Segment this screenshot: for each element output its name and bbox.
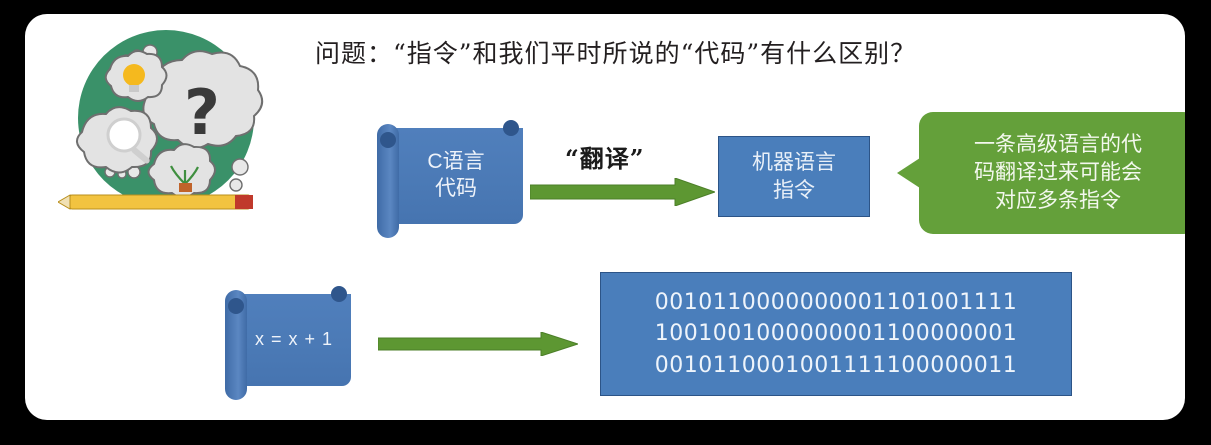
binary-line-2: 1001001000000001100000001 bbox=[654, 321, 1018, 347]
callout-line1: 一条高级语言的代 bbox=[974, 133, 1142, 157]
example-scroll-left-roll bbox=[225, 290, 247, 400]
machine-language-box: 机器语言 指令 bbox=[718, 136, 870, 217]
machine-box-line1: 机器语言 bbox=[752, 151, 836, 175]
c-code-line1: C语言 bbox=[427, 150, 485, 174]
question-thought-bubble: ? bbox=[142, 50, 264, 150]
translate-arrow bbox=[529, 177, 717, 207]
c-code-scroll-body: C语言 代码 bbox=[389, 128, 523, 224]
binary-line-3: 0010110001001111100000011 bbox=[654, 352, 1018, 378]
magnifier-thought-bubble bbox=[76, 106, 158, 174]
machine-box-line2: 指令 bbox=[773, 178, 815, 202]
c-code-line2: 代码 bbox=[434, 177, 477, 200]
callout-tail-icon bbox=[897, 156, 923, 190]
callout-line3: 对应多条指令 bbox=[995, 188, 1121, 212]
translate-label: “翻译” bbox=[565, 144, 645, 173]
example-code-scroll-body: x = x + 1 bbox=[237, 294, 351, 386]
plant-thought-bubble bbox=[147, 143, 216, 199]
lightbulb-thought-bubble bbox=[104, 50, 168, 102]
callout-line2: 码翻译过来可能会 bbox=[974, 161, 1142, 185]
binary-line-1: 0010110000000001101001111 bbox=[654, 290, 1018, 316]
compile-arrow bbox=[377, 331, 580, 357]
magnifier-icon bbox=[106, 117, 142, 153]
callout-text: 一条高级语言的代 码翻译过来可能会 对应多条指令 bbox=[966, 131, 1150, 214]
thinking-question-icon: ? bbox=[58, 22, 278, 222]
binary-code-box: 0010110000000001101001111 10010010000000… bbox=[600, 272, 1072, 396]
lightbulb-icon bbox=[123, 64, 145, 86]
page-title: 问题：“指令”和我们平时所说的“代码”有什么区别？ bbox=[315, 39, 917, 68]
slide-canvas: ? bbox=[25, 14, 1185, 420]
scroll-right-knob bbox=[503, 120, 519, 136]
example-scroll-left-knob bbox=[228, 298, 244, 314]
arrow-right-icon bbox=[529, 177, 717, 207]
example-code-scroll: x = x + 1 bbox=[225, 286, 351, 400]
arrow-right-icon bbox=[377, 331, 580, 357]
example-scroll-right-knob bbox=[331, 286, 347, 302]
callout-bubble: 一条高级语言的代 码翻译过来可能会 对应多条指令 bbox=[919, 112, 1185, 234]
question-mark-glyph: ? bbox=[184, 76, 220, 149]
pencil-icon bbox=[58, 194, 253, 210]
example-code-text: x = x + 1 bbox=[254, 329, 334, 350]
scroll-left-roll bbox=[377, 124, 399, 238]
explanation-callout: 一条高级语言的代 码翻译过来可能会 对应多条指令 bbox=[897, 112, 1185, 234]
thinking-icon-svg: ? bbox=[58, 30, 264, 210]
plant-icon bbox=[170, 165, 199, 185]
scroll-left-knob bbox=[380, 132, 396, 148]
c-code-scroll: C语言 代码 bbox=[377, 120, 523, 238]
